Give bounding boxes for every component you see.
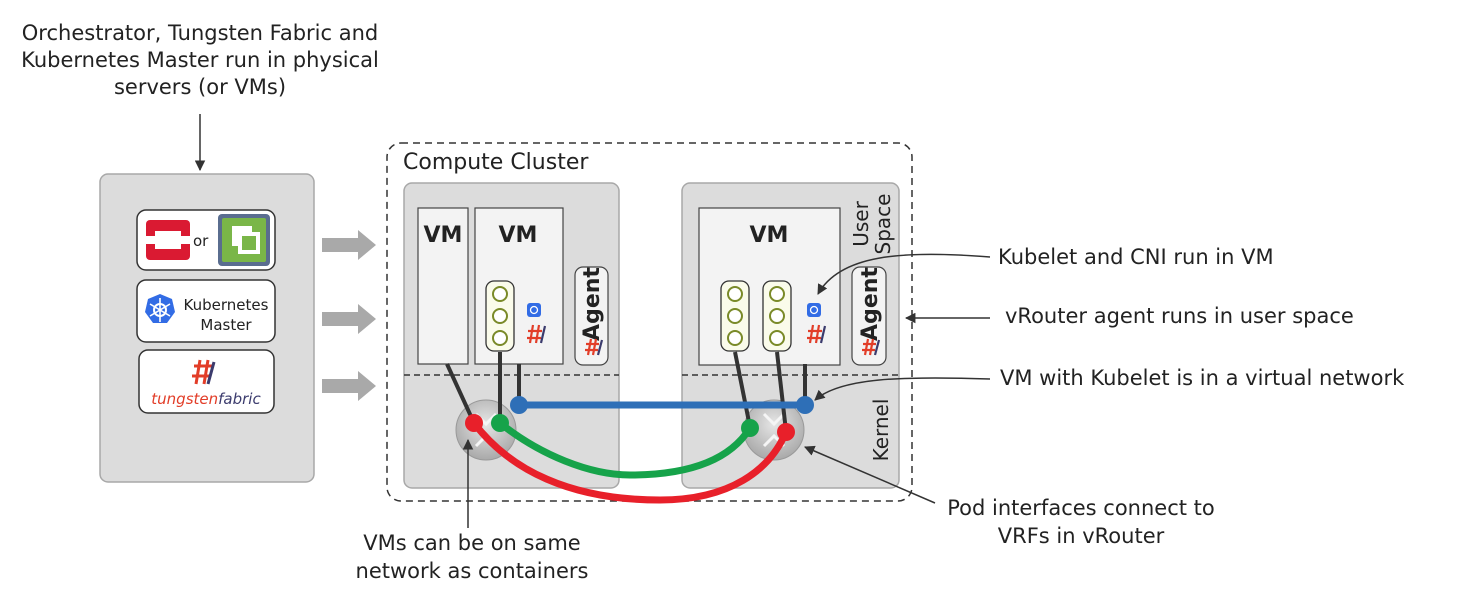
red-node-right [777,423,795,441]
tungsten-wordmark-b: fabric [218,390,261,408]
cni-icon-right [807,324,827,344]
compute-cluster-title: Compute Cluster [403,150,589,175]
vm-left-2-label: VM [499,223,538,248]
orchestrator-line-2: Kubernetes Master run in physical [21,48,379,72]
pod-interfaces-line-1: Pod interfaces connect to [947,496,1215,520]
vmware-vsphere-icon [218,214,270,266]
vrouter-agent-annotation: vRouter agent runs in user space [1005,304,1354,328]
pod-interfaces-arrow [804,445,936,504]
control-arrow-3 [322,371,376,401]
green-virtual-network [496,419,754,479]
blue-node-left [510,396,528,414]
wire-vm-left-1 [445,363,476,424]
vm-kubelet-network-arrow [814,377,991,401]
wire-pod-right-1 [733,351,752,428]
kubernetes-icon [145,294,175,323]
user-space-label-2: Space [871,194,895,255]
pod-right-1 [720,280,750,352]
kubernetes-master-box [136,279,276,343]
or-text: or [193,232,209,250]
control-arrow-2 [322,304,376,334]
green-node-left [491,414,509,432]
blue-node-right [796,396,814,414]
master-label: Master [200,316,252,334]
red-node-left [465,414,483,432]
agent-right-tf-icon [862,338,881,356]
vms-same-network-line-2: network as containers [356,559,589,583]
kubernetes-label: Kubernetes [184,296,269,314]
agent-left-label: Agent [580,267,605,341]
tungsten-wordmark: tungstenfabric [151,390,261,408]
red-virtual-network [470,419,790,504]
tungsten-fabric-logo-icon [192,359,216,385]
agent-right-label: Agent [858,267,883,341]
cni-icon-left [527,324,547,344]
wire-pod-right-2 [775,351,788,432]
pod-left [485,280,515,352]
vms-same-network-line-1: VMs can be on same [363,531,580,555]
agent-left [574,266,609,366]
agent-right [851,266,887,366]
kubelet-cni-arrow [817,253,991,295]
openstack-icon [146,220,190,260]
vm-kubelet-network-annotation: VM with Kubelet is in a virtual network [1000,366,1405,390]
orchestrator-line-1: Orchestrator, Tungsten Fabric and [22,21,378,45]
vm-left-1-label: VM [424,223,463,248]
kubelet-icon-left [527,303,541,317]
pod-interfaces-line-2: VRFs in vRouter [998,524,1165,548]
kernel-label: Kernel [869,399,893,462]
vm-left-1 [417,207,469,365]
control-arrow-1 [322,230,376,260]
tungsten-fabric-box [138,349,275,414]
tungsten-wordmark-a: tungsten [151,390,218,408]
agent-left-tf-icon [585,338,604,356]
vm-right-label: VM [750,223,789,248]
orchestrator-annotation: Orchestrator, Tungsten Fabric and Kubern… [21,21,379,99]
kubelet-cni-annotation: Kubelet and CNI run in VM [998,245,1274,269]
green-node-right [741,419,759,437]
orchestrator-line-3: servers (or VMs) [114,75,286,99]
kubelet-icon-right [807,303,821,317]
control-arrows [322,230,376,401]
pod-right-2 [762,280,792,352]
user-space-label-1: User [849,200,873,246]
